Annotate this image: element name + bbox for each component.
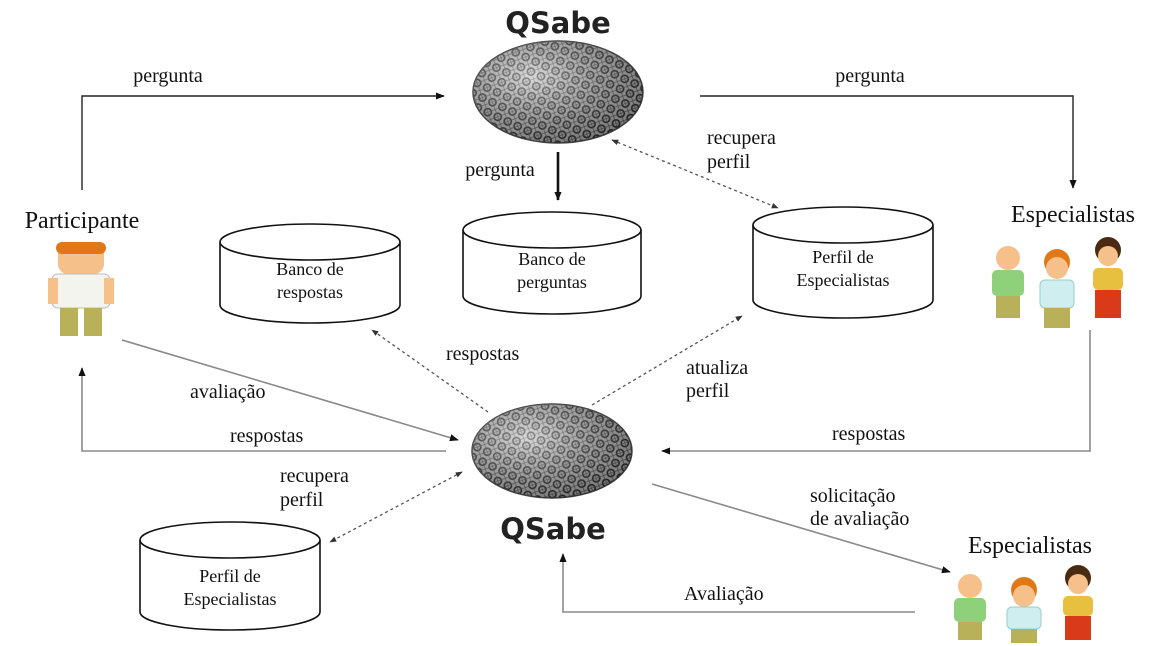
label-avaliacao: avaliação — [190, 381, 266, 403]
db-banco-respostas: Banco de respostas — [219, 223, 401, 324]
especialistas-top-label: Especialistas — [1011, 202, 1135, 228]
label-atualiza-perfil-2: perfil — [686, 380, 730, 402]
arrow-atualiza-perfil — [591, 315, 743, 406]
arrow-avaliacao-especialistas — [559, 553, 915, 613]
label-pergunta-center: pergunta — [465, 159, 535, 181]
especialistas-top-group-icon — [992, 237, 1123, 328]
arrow-respostas-participante — [78, 367, 446, 452]
label-solicitacao-1: solicitação — [810, 485, 896, 507]
especialistas-bottom-group-icon — [954, 565, 1093, 643]
arrow-pergunta-participante-qsabe — [81, 92, 445, 190]
label-pergunta-left: pergunta — [133, 65, 203, 87]
qsabe-bottom-title: QSabe — [500, 512, 606, 546]
label-respostas-left: respostas — [230, 425, 304, 447]
label-recupera-perfil-bottom-2: perfil — [280, 489, 324, 511]
db-banco-perguntas-line1: Banco de — [518, 249, 585, 269]
label-pergunta-right: pergunta — [835, 65, 905, 87]
db-perfil-especialistas-bottom: Perfil de Especialistas — [139, 521, 321, 631]
label-recupera-perfil-top-1: recupera — [707, 127, 776, 149]
db-perfil-bottom-line1: Perfil de — [199, 566, 260, 586]
db-perfil-top-line2: Especialistas — [797, 270, 890, 290]
arrow-respostas-especialistas — [661, 330, 1091, 455]
especialistas-bottom-label: Especialistas — [968, 533, 1092, 559]
arrow-solicitacao-avaliacao — [651, 483, 951, 574]
db-perfil-bottom-line2: Especialistas — [184, 589, 277, 609]
arrow-pergunta-qsabe-especialistas — [700, 95, 1077, 189]
db-banco-perguntas-line2: perguntas — [517, 272, 587, 292]
participante-person-icon — [48, 242, 114, 336]
participante-label: Participante — [25, 208, 140, 234]
arrow-recupera-perfil-bottom — [329, 471, 463, 543]
qsabe-top-globe-icon — [472, 40, 644, 144]
label-recupera-perfil-bottom-1: recupera — [280, 465, 349, 487]
label-solicitacao-2: de avaliação — [810, 508, 909, 530]
db-perfil-especialistas-top: Perfil de Especialistas — [752, 206, 934, 319]
db-perfil-top-line1: Perfil de — [812, 247, 873, 267]
label-respostas-center: respostas — [446, 343, 520, 365]
label-recupera-perfil-top-2: perfil — [707, 151, 751, 173]
label-respostas-right: respostas — [832, 423, 906, 445]
arrow-recupera-perfil-top — [611, 139, 779, 209]
db-banco-perguntas: Banco de perguntas — [462, 211, 642, 315]
arrow-avaliacao-participante — [121, 339, 459, 442]
qsabe-bottom-globe-icon — [471, 403, 633, 499]
db-banco-respostas-line1: Banco de — [276, 259, 343, 279]
label-atualiza-perfil-1: atualiza — [686, 357, 748, 379]
label-avaliacao-bottom: Avaliação — [684, 583, 764, 605]
qsabe-top-title: QSabe — [505, 6, 611, 40]
db-banco-respostas-line2: respostas — [277, 282, 343, 302]
